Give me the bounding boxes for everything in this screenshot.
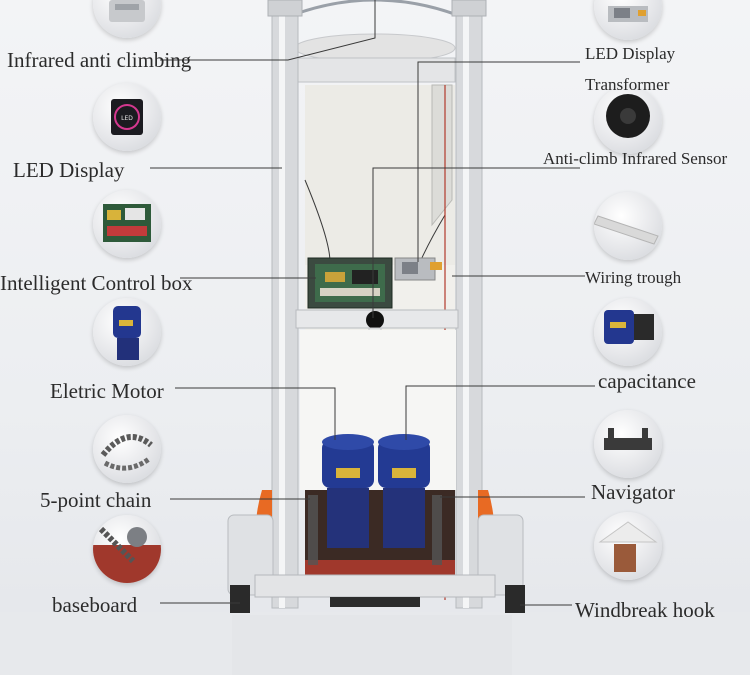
control-board-icon <box>93 190 161 258</box>
label-transformer: Transformer <box>585 75 670 94</box>
label-windbreak-hook: Windbreak hook <box>575 598 715 622</box>
svg-text:LED: LED <box>121 115 133 122</box>
label-led-display-right: LED Display <box>585 44 676 63</box>
label-led-display-left: LED Display <box>13 158 125 182</box>
led-display-icon: LED <box>93 83 161 151</box>
capacitor-motor-icon <box>594 298 662 366</box>
label-anti-climb-infrared-sensor: Anti-climb Infrared Sensor <box>543 149 728 168</box>
label-capacitance: capacitance <box>598 369 696 393</box>
label-electric-motor: Eletric Motor <box>50 379 164 403</box>
wiring-trough-icon <box>594 192 662 260</box>
label-intelligent-control-box: Intelligent Control box <box>0 271 193 295</box>
label-infrared-anti-climbing: Infrared anti climbing <box>7 48 192 72</box>
motor-icon <box>93 298 161 366</box>
label-wiring-trough: Wiring trough <box>585 268 682 287</box>
navigator-icon <box>594 410 662 478</box>
label-five-point-chain: 5-point chain <box>40 488 152 512</box>
chain-icon <box>93 415 161 483</box>
baseboard-icon <box>93 515 161 583</box>
transformer-icon <box>594 86 662 154</box>
label-baseboard: baseboard <box>52 593 138 617</box>
label-navigator: Navigator <box>591 480 675 504</box>
windbreak-hook-icon <box>594 512 662 580</box>
